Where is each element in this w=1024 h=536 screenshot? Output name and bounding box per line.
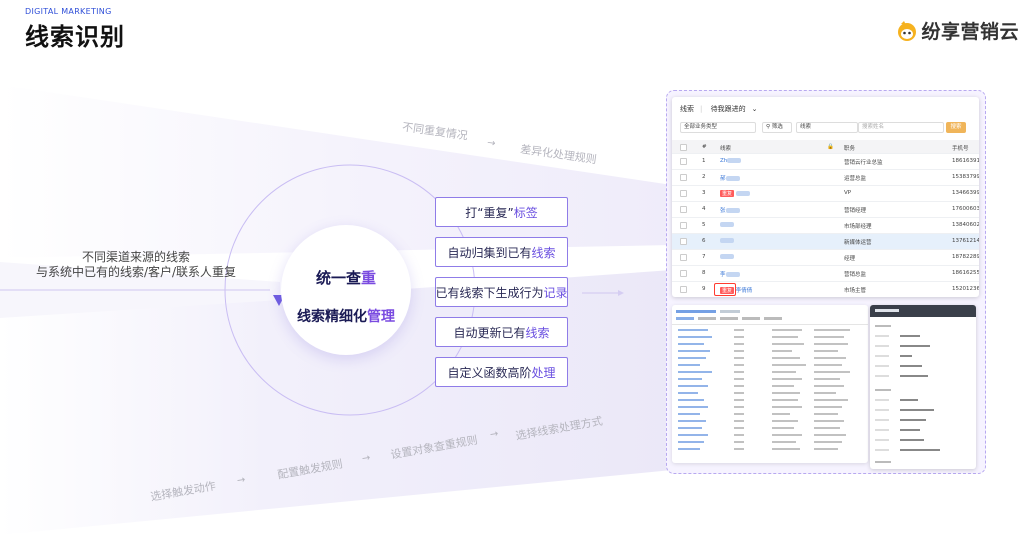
filter-bar: 全部业务类型 ⚲ 筛选 线索 搜索姓名 搜索 <box>680 122 975 133</box>
duplicate-highlight-box <box>714 283 736 296</box>
tab-my-followup[interactable]: 待我跟进的 <box>710 105 746 113</box>
source-line-1: 不同渠道来源的线索 <box>81 250 190 264</box>
funnel-icon: ⚲ <box>766 124 771 130</box>
business-type-select[interactable]: 全部业务类型 <box>680 122 756 133</box>
circle-subtitle: 线索精细化管理 <box>297 309 395 325</box>
flow-arrow-icon: → <box>236 474 247 487</box>
logo-text: 纷享营销云 <box>921 21 1019 43</box>
duplicate-tag: 重复 <box>720 287 735 294</box>
circle-title: 统一查重 <box>315 269 377 287</box>
action-duplicate-tag: 打“重复”标签 <box>435 197 568 227</box>
filter-button[interactable]: ⚲ 筛选 <box>762 122 792 133</box>
search-button[interactable]: 搜索 <box>946 122 966 133</box>
source-line-2: 与系统中已有的线索/客户/联系人重复 <box>35 265 237 279</box>
logo-mascot-icon <box>898 20 917 41</box>
flow-arrow-icon: → <box>486 137 497 150</box>
flow-arrow-icon: → <box>361 452 372 465</box>
page-title: 线索识别 <box>25 23 125 51</box>
detail-drawer-preview <box>870 305 976 463</box>
tab-leads[interactable]: 线索 <box>680 105 694 113</box>
rule-table-preview <box>672 310 868 450</box>
subtitle: DIGITAL MARKETING <box>25 7 112 16</box>
action-update-lead: 自动更新已有线索 <box>435 317 568 347</box>
action-behavior-record: 已有线索下生成行为记录 <box>435 277 568 307</box>
source-description: 不同渠道来源的线索 与系统中已有的线索/客户/联系人重复 <box>22 250 250 280</box>
select-all-checkbox[interactable] <box>680 144 687 151</box>
table-header: # 线索 🔒 职务 手机号 <box>672 140 979 153</box>
center-circle <box>281 225 411 355</box>
detail-drawer-panel <box>870 305 976 469</box>
flow-arrow-icon: → <box>489 428 500 441</box>
filter-field-select[interactable]: 线索 <box>796 122 858 133</box>
duplicate-tag: 重复 <box>720 190 735 197</box>
leads-list-panel: 线索| 待我跟进的⌄ 全部业务类型 ⚲ 筛选 线索 搜索姓名 搜索 # 线索 🔒… <box>672 97 979 297</box>
action-merge-lead: 自动归集到已有线索 <box>435 237 568 267</box>
rule-table-panel <box>672 305 868 463</box>
leads-tabs: 线索| 待我跟进的⌄ <box>680 105 758 113</box>
search-input[interactable]: 搜索姓名 <box>858 122 944 133</box>
action-custom-function: 自定义函数高阶处理 <box>435 357 568 387</box>
chevron-down-icon: ⌄ <box>751 105 758 113</box>
lock-icon: 🔒 <box>827 144 834 150</box>
brand-logo: 纷享营销云 <box>897 17 1019 44</box>
